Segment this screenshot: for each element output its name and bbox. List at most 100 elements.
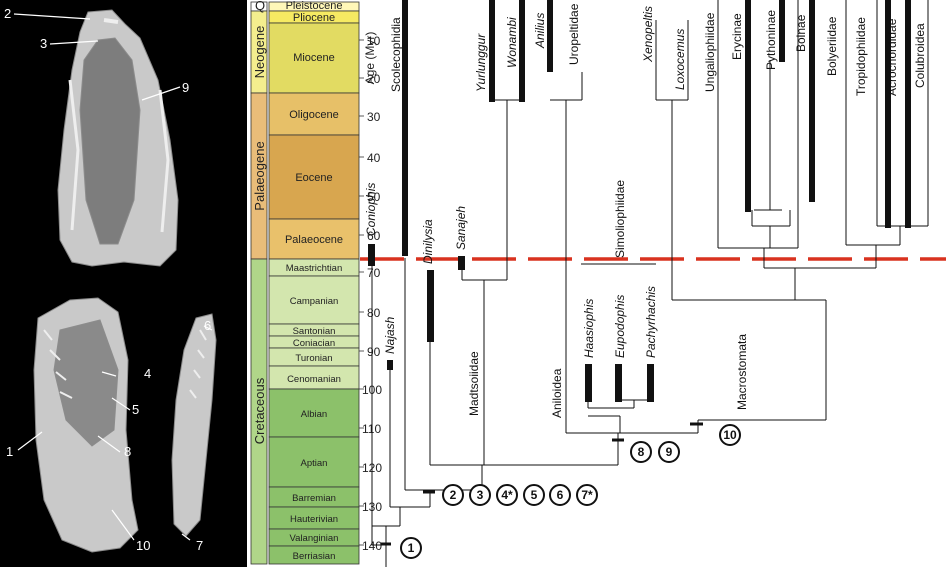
age-tick-10: 10: [367, 34, 381, 48]
taxon-uropeltidae: Uropeltidae: [567, 3, 581, 65]
taxon-scolecophidia: Scolecophidia: [389, 17, 403, 92]
stage-label-santonian: Santonian: [293, 326, 336, 337]
phylogeny-thin-branches: [371, 0, 929, 567]
taxon-wonambi: Wonambi: [505, 17, 519, 68]
period-label-neogene: Neogene: [252, 26, 267, 79]
taxon-macrostomata: Macrostomata: [735, 334, 749, 410]
range-bar-dinilysia: [427, 270, 434, 342]
epoch-label-eocene: Eocene: [295, 172, 332, 184]
skull-lateral-view: [33, 297, 139, 553]
node-circle-6: [549, 484, 571, 506]
epoch-eocene-box: [268, 134, 360, 220]
range-bar-anilius: [547, 0, 553, 72]
taxon-colubroidea: Colubroidea: [913, 23, 927, 88]
taxon-pythoninae: Pythoninae: [764, 10, 778, 70]
node-circle-2: [442, 484, 464, 506]
age-tick-70: 70: [367, 266, 381, 280]
skull-photo-panel: 2 3 9 1 4 5 8 10 6 7: [0, 0, 247, 567]
skull-label-2: 2: [4, 6, 11, 21]
stage-label-maastrichtian: Maastrichtian: [286, 263, 343, 274]
age-tick-60: 60: [367, 229, 381, 243]
range-bar-coniophis: [368, 244, 375, 266]
taxon-madtsoiidae: Madtsoiidae: [467, 351, 481, 416]
skull-label-6: 6: [204, 318, 211, 333]
epoch-miocene-box: [268, 22, 360, 94]
stage-berriasian-box: [268, 545, 360, 565]
range-bar-erycinae: [745, 0, 751, 212]
taxon-loxocemus: Loxocemus: [673, 29, 687, 90]
stage-label-albian: Albian: [301, 409, 327, 420]
taxon-simoliophiidae: Simoliophiidae: [613, 180, 627, 258]
range-bar-scolecophidia: [402, 0, 408, 256]
epoch-label-pleistocene: Pleistocene: [286, 0, 343, 12]
skull-label-7: 7: [196, 538, 203, 553]
taxon-xenopeltis: Xenopeltis: [641, 6, 655, 63]
node-circle-10: [719, 424, 741, 446]
taxon-najash: Najash: [383, 316, 397, 354]
node-number-7: 7*: [581, 488, 593, 502]
skull-pointer-lines: [13, 13, 213, 541]
age-tick-30: 30: [367, 110, 381, 124]
node-number-6: 6: [557, 488, 564, 502]
range-bar-wonambi: [519, 0, 525, 102]
age-tick-140: 140: [362, 539, 382, 553]
stage-label-barremian: Barremian: [292, 493, 336, 504]
skull-label-5: 5: [132, 402, 139, 417]
age-tick-90: 90: [367, 345, 381, 359]
stage-label-berriasian: Berriasian: [293, 551, 336, 562]
node-circle-1: [400, 537, 422, 559]
skull-label-1: 1: [6, 444, 13, 459]
node-circle-7: [576, 484, 598, 506]
stage-label-turonian: Turonian: [295, 353, 332, 364]
taxon-tropidophiidae: Tropidophiidae: [854, 17, 868, 96]
age-tick-20: 20: [367, 72, 381, 86]
taxon-aniloidea: Aniloidea: [550, 368, 564, 418]
taxon-boinae: Boinae: [794, 14, 808, 52]
stage-label-hauterivian: Hauterivian: [290, 514, 338, 525]
node-number-10: 10: [723, 428, 737, 442]
stage-label-campanian: Campanian: [290, 296, 339, 307]
node-number-4: 4*: [501, 488, 513, 502]
period-label-quaternary: Q: [255, 0, 265, 13]
age-tick-80: 80: [367, 306, 381, 320]
node-circle-5: [523, 484, 545, 506]
skull-label-4: 4: [144, 366, 151, 381]
taxon-bolyeriidae: Bolyeriidae: [825, 16, 839, 76]
age-tick-marks: [359, 39, 364, 546]
taxon-sanajeh: Sanajeh: [454, 206, 468, 250]
range-bar-acrochordidae: [885, 0, 891, 228]
node-circle-3: [469, 484, 491, 506]
stage-aptian-box: [268, 436, 360, 488]
skull-label-8: 8: [124, 444, 131, 459]
age-tick-40: 40: [367, 151, 381, 165]
stage-label-cenomanian: Cenomanian: [287, 374, 341, 385]
range-bar-pachyrhachis: [647, 364, 654, 402]
period-cretaceous-box: [250, 258, 268, 565]
phylogeny-range-bars: [368, 0, 911, 402]
taxon-anilius: Anilius: [533, 13, 547, 49]
range-bar-najash: [387, 360, 393, 370]
node-number-9: 9: [666, 445, 673, 459]
taxon-yurlunggur: Yurlunggur: [474, 33, 488, 92]
skull-label-10: 10: [136, 538, 150, 553]
node-number-8: 8: [638, 445, 645, 459]
taxon-eupodophis: Eupodophis: [613, 295, 627, 358]
stage-albian-box: [268, 388, 360, 438]
epoch-label-miocene: Miocene: [293, 52, 335, 64]
geologic-timescale: [250, 1, 364, 565]
period-label-cretaceous: Cretaceous: [252, 377, 267, 444]
range-bar-eupodophis: [615, 364, 622, 402]
synapomorphy-ticks: [381, 422, 703, 546]
range-bar-yurlunggur: [489, 0, 495, 102]
lower-jaw-view: [171, 313, 217, 537]
range-bar-pythoninae: [779, 0, 785, 62]
skull-label-9: 9: [182, 80, 189, 95]
skull-dorsal-view: [57, 9, 179, 267]
epoch-label-pliocene: Pliocene: [293, 12, 335, 24]
stage-label-coniacian: Coniacian: [293, 338, 335, 349]
node-circles: [400, 424, 741, 559]
node-number-2: 2: [450, 488, 457, 502]
range-bar-haasiophis: [585, 364, 592, 402]
